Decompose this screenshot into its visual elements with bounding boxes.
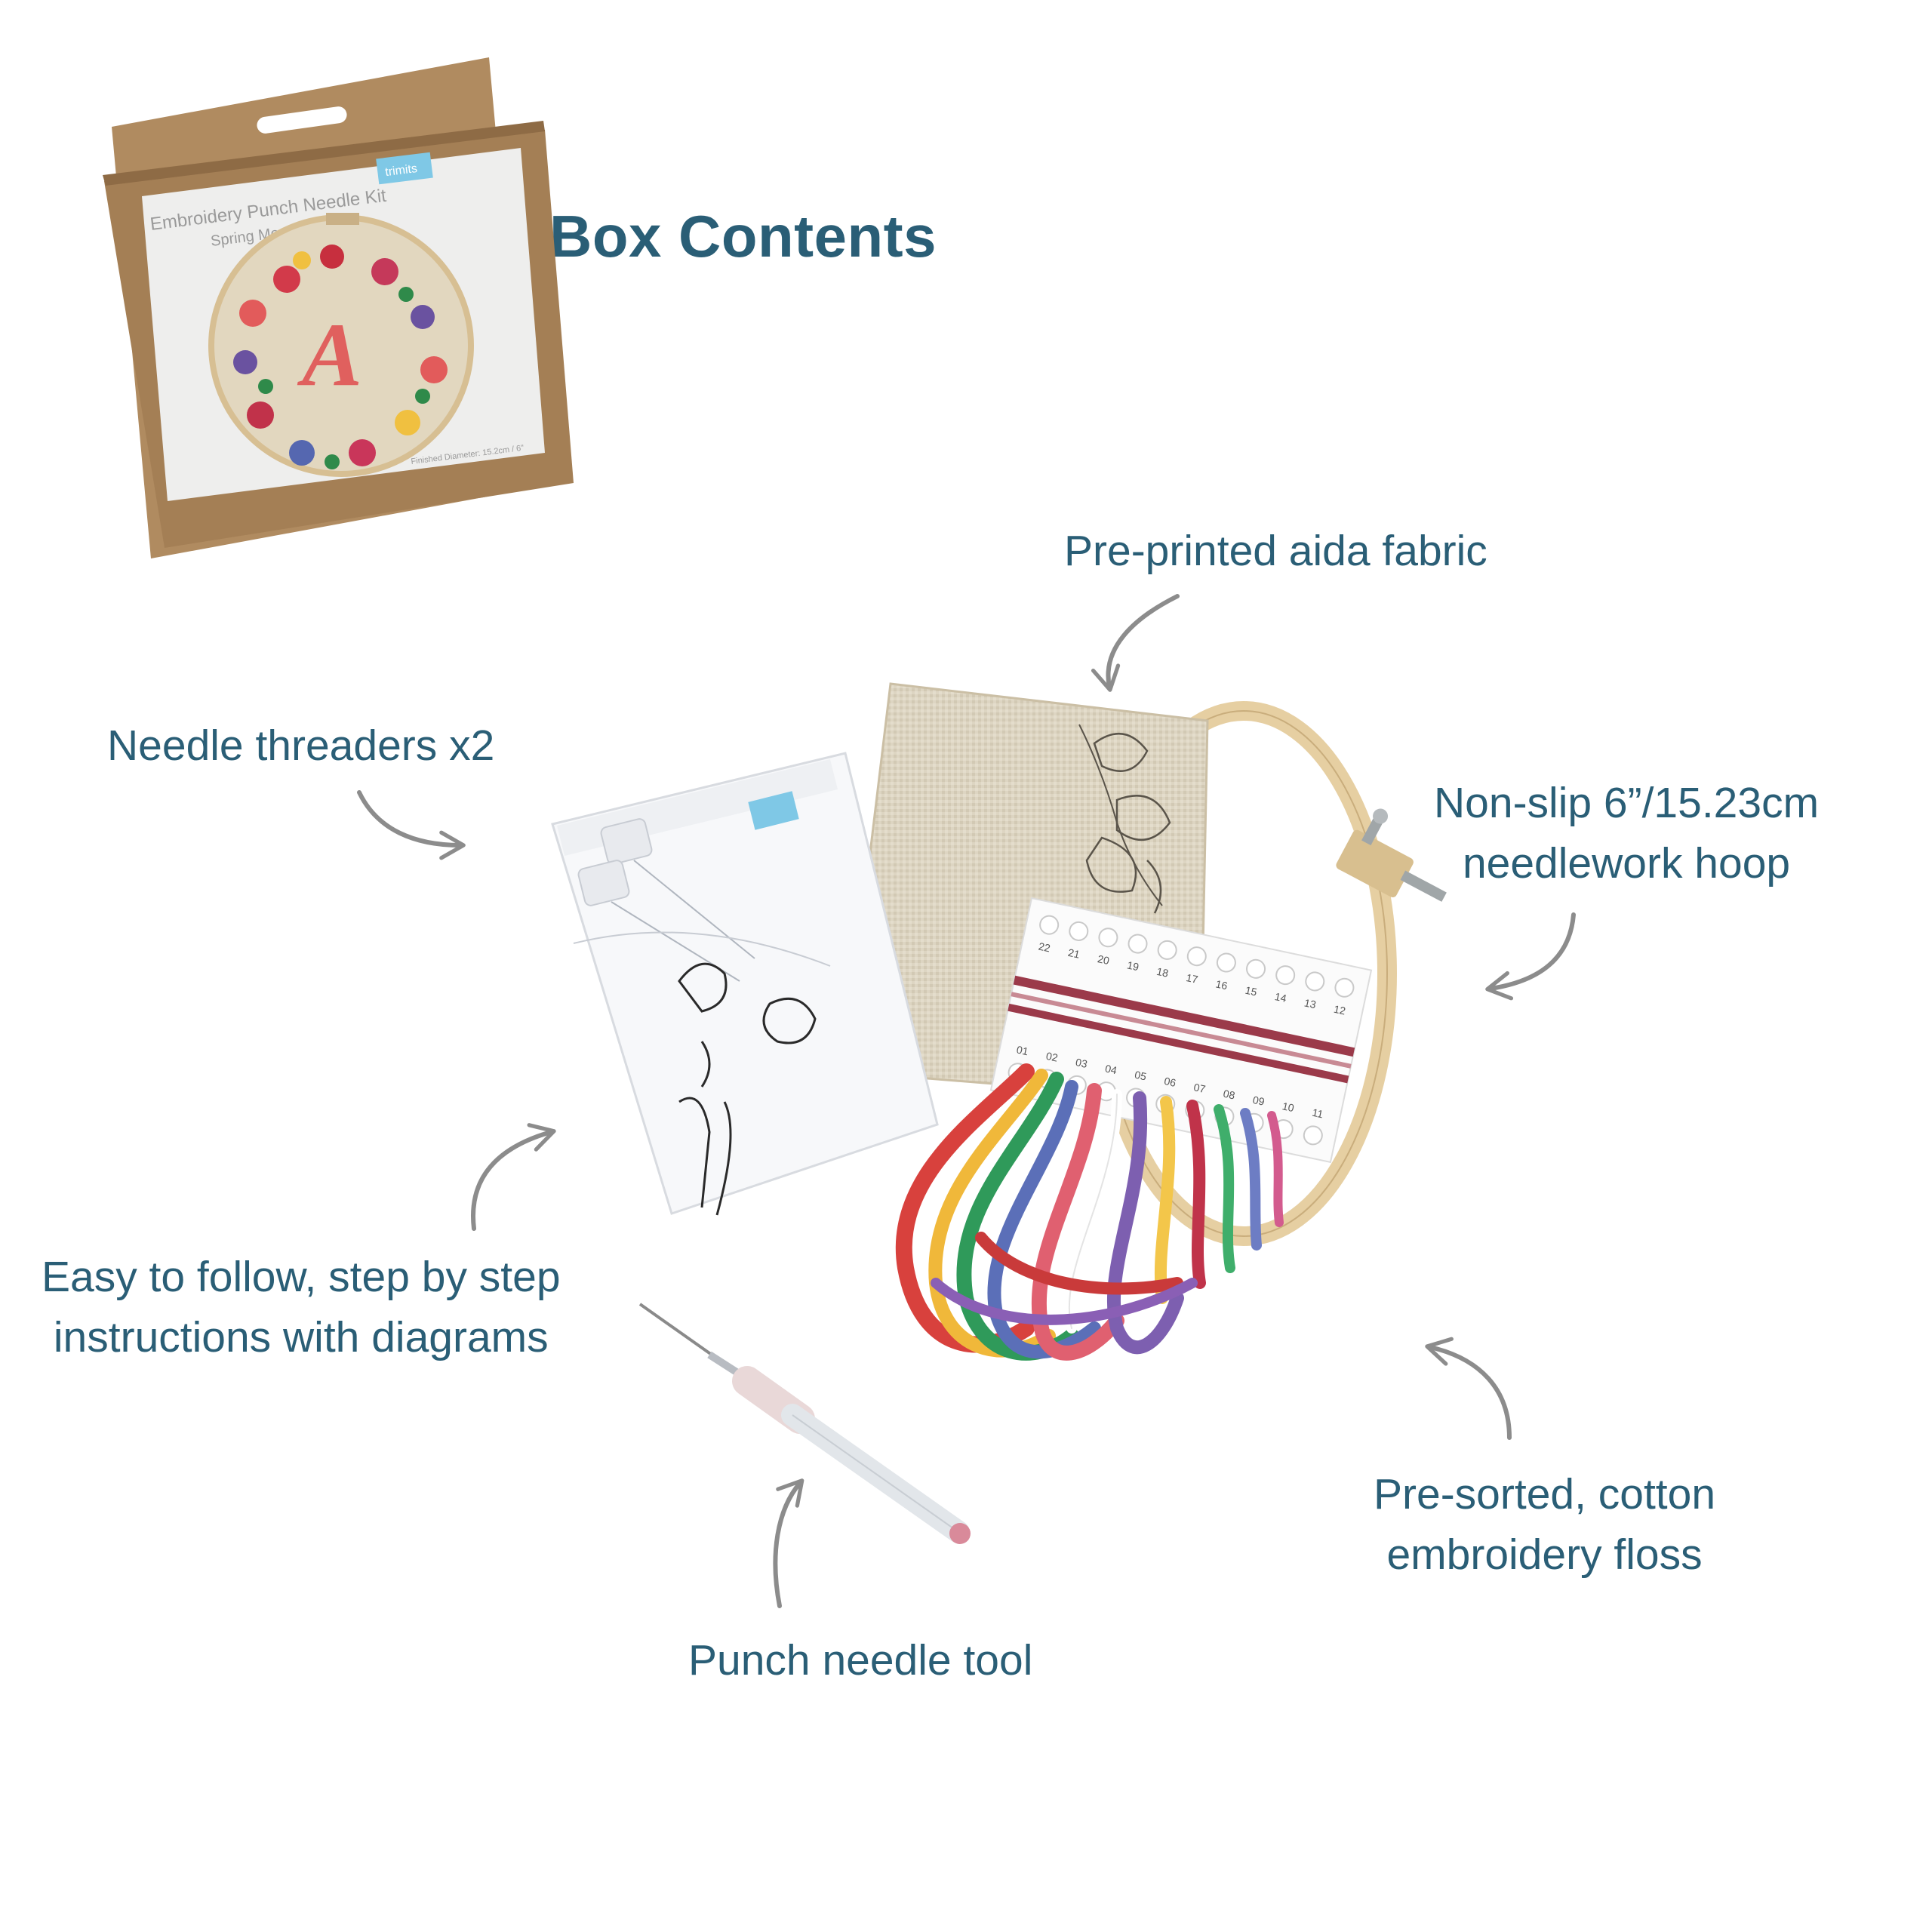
curved-arrow-icon: [357, 790, 466, 860]
label-instructions: Easy to follow, step by step instruction…: [42, 1247, 561, 1367]
label-floss-line2: embroidery floss: [1386, 1531, 1703, 1579]
svg-text:22: 22: [1038, 940, 1052, 955]
needle-threader-1: [600, 818, 653, 865]
svg-text:15: 15: [1244, 984, 1259, 998]
curved-arrow-icon: [471, 1123, 556, 1231]
svg-text:08: 08: [1222, 1088, 1236, 1102]
svg-text:04: 04: [1104, 1062, 1118, 1076]
brand-logo-text: trimits: [384, 162, 417, 179]
label-aida-fabric: Pre-printed aida fabric: [1064, 527, 1487, 575]
svg-text:10: 10: [1281, 1100, 1296, 1114]
label-instructions-line2: instructions with diagrams: [53, 1313, 549, 1361]
label-floss: Pre-sorted, cotton embroidery floss: [1374, 1464, 1715, 1585]
brand-logo: [376, 152, 433, 185]
svg-text:19: 19: [1126, 958, 1140, 973]
svg-text:18: 18: [1155, 965, 1170, 980]
svg-text:21: 21: [1067, 946, 1081, 961]
svg-text:14: 14: [1274, 990, 1288, 1004]
floss-card: 22 21 20 19 18 17 16 15 14 13 12 01 02 0…: [989, 897, 1373, 1164]
label-needle-threaders: Needle threaders x2: [107, 721, 495, 770]
product-box: Embroidery Punch Needle Kit Spring Monog…: [103, 57, 574, 558]
needle-threader-2: [577, 860, 630, 906]
curved-arrow-icon: [773, 1478, 804, 1608]
svg-text:07: 07: [1192, 1081, 1207, 1095]
label-punch-tool: Punch needle tool: [688, 1636, 1033, 1684]
instructions-booklet: [551, 752, 939, 1216]
svg-text:03: 03: [1075, 1056, 1089, 1070]
label-hoop: Non-slip 6”/15.23cm needlework hoop: [1434, 773, 1819, 894]
curved-arrow-icon: [1091, 594, 1180, 692]
curved-arrow-icon: [1425, 1337, 1512, 1440]
svg-text:16: 16: [1214, 977, 1229, 992]
label-hoop-line1: Non-slip 6”/15.23cm: [1434, 779, 1820, 827]
svg-text:09: 09: [1252, 1094, 1266, 1108]
svg-text:05: 05: [1134, 1069, 1148, 1083]
svg-text:12: 12: [1333, 1003, 1347, 1017]
label-instructions-line1: Easy to follow, step by step: [42, 1253, 561, 1301]
svg-text:06: 06: [1163, 1075, 1177, 1089]
svg-text:11: 11: [1311, 1106, 1324, 1121]
svg-text:02: 02: [1045, 1050, 1060, 1064]
curved-arrow-icon: [1485, 912, 1576, 1001]
label-floss-line1: Pre-sorted, cotton: [1374, 1470, 1716, 1518]
embroidery-floss: [895, 1063, 1284, 1361]
svg-text:20: 20: [1097, 952, 1111, 967]
page-title: Box Contents: [549, 203, 937, 269]
label-hoop-line2: needlework hoop: [1462, 839, 1791, 888]
package-wreath: A: [233, 245, 448, 469]
svg-text:17: 17: [1185, 971, 1199, 986]
package-monogram: A: [297, 304, 362, 405]
svg-text:01: 01: [1016, 1043, 1030, 1057]
svg-text:13: 13: [1303, 996, 1318, 1011]
punch-needle-tool: [638, 1303, 971, 1544]
